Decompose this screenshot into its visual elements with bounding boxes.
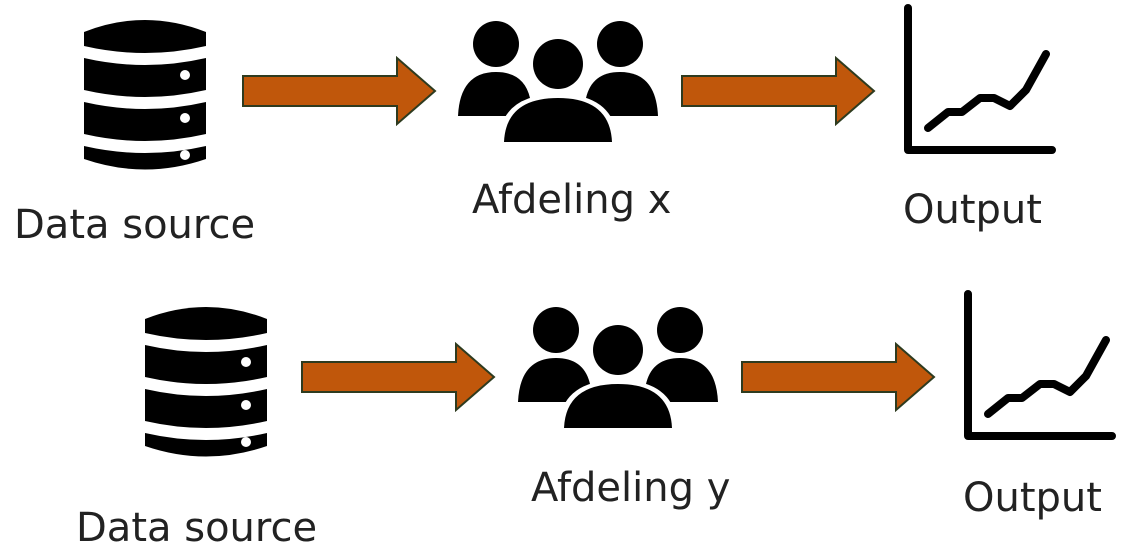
flow-arrow — [740, 342, 936, 412]
output-label: Output — [903, 187, 1042, 233]
people-group-icon — [518, 302, 718, 432]
database-icon — [145, 301, 267, 459]
department-label: Afdeling x — [472, 177, 672, 223]
line-chart-icon — [900, 4, 1056, 156]
flow-arrow — [241, 56, 437, 126]
flow-arrow — [680, 56, 876, 126]
people-group-icon — [458, 16, 658, 146]
data-source-label: Data source — [14, 202, 256, 248]
database-icon — [84, 14, 206, 172]
flow-row-1: Data source Afdeling x Output — [0, 0, 1122, 270]
department-label: Afdeling y — [531, 465, 731, 511]
line-chart-icon — [960, 290, 1116, 442]
flow-arrow — [300, 342, 496, 412]
data-source-label: Data source — [76, 505, 318, 551]
output-label: Output — [963, 475, 1102, 521]
